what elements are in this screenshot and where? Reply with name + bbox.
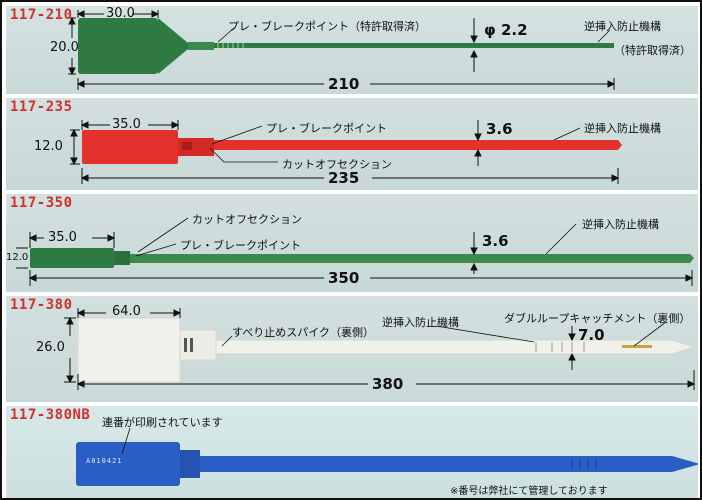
head-height-value: 12.0 xyxy=(34,139,63,154)
seal-strap xyxy=(215,339,696,355)
break-point-label: プレ・ブレークポイント xyxy=(266,122,387,135)
head-height-value: 12.0 xyxy=(6,252,29,263)
double-loop-label: ダブルループキャッチメント（裏側） xyxy=(504,312,691,325)
head-width-value: 35.0 xyxy=(48,230,77,245)
dim-total-length xyxy=(80,168,620,184)
dim-head-height xyxy=(68,16,76,76)
head-width-value: 35.0 xyxy=(112,117,141,132)
dim-head-width xyxy=(76,308,182,318)
panel-117-235: 117-235 35.0 12.0 235 3.6 プレ・ブレークポイント カッ… xyxy=(6,98,698,190)
total-length-value: 350 xyxy=(328,269,360,287)
panel-117-210: 117-210 30.0 20.0 210 φ 2.2 プレ・ブレークポイント（… xyxy=(6,6,698,94)
panel-117-380NB: 117-380NB A010421 連番が印刷されています ※番号は弊社にて管理… xyxy=(6,406,698,498)
seal-head xyxy=(30,248,114,268)
panel-117-350: 117-350 35.0 12.0 350 3.6 カットオフセクション プレ・… xyxy=(6,194,698,292)
model-code: 117-235 xyxy=(10,99,73,115)
seal-head xyxy=(77,317,181,383)
seal-neck xyxy=(188,42,214,50)
spike-label: すべり止めスパイク（裏側） xyxy=(232,326,375,339)
dim-total-length xyxy=(76,370,696,390)
dim-head-width xyxy=(80,120,180,130)
break-point-label: プレ・ブレークポイント xyxy=(180,239,301,252)
seal-117-380NB-drawing xyxy=(76,427,698,486)
cut-off-label: カットオフセクション xyxy=(192,213,302,226)
break-point-label: プレ・ブレークポイント（特許取得済） xyxy=(228,20,426,33)
dim-total-length xyxy=(76,78,616,90)
seal-strap xyxy=(214,140,622,150)
dim-thickness xyxy=(474,120,482,166)
thickness-value: 7.0 xyxy=(578,326,605,344)
dim-head-width xyxy=(28,232,116,248)
seal-strap xyxy=(214,43,614,48)
diameter-value: φ 2.2 xyxy=(484,21,528,39)
patent-label: （特許取得済） xyxy=(614,44,691,57)
seal-117-235-drawing xyxy=(70,120,622,184)
reverse-lock-label: 逆挿入防止機構 xyxy=(584,122,661,135)
serial-number-print: A010421 xyxy=(86,457,123,465)
seal-head xyxy=(78,18,158,74)
head-width-value: 30.0 xyxy=(106,6,135,21)
serial-printed-label: 連番が印刷されています xyxy=(102,416,223,429)
total-length-value: 235 xyxy=(328,169,360,187)
seal-117-380-drawing xyxy=(64,308,696,390)
model-code: 117-380NB xyxy=(10,407,91,423)
dim-head-height xyxy=(16,247,28,269)
dim-diameter xyxy=(470,18,478,72)
model-code: 117-210 xyxy=(10,7,73,23)
seal-neck xyxy=(114,251,130,265)
seal-head xyxy=(82,130,178,164)
seal-taper xyxy=(158,18,188,74)
thickness-value: 3.6 xyxy=(486,120,513,138)
thickness-value: 3.6 xyxy=(482,232,509,250)
head-width-value: 64.0 xyxy=(112,304,141,319)
seal-117-210-drawing xyxy=(68,10,616,90)
seal-117-350-drawing xyxy=(16,217,694,286)
serial-note: ※番号は弊社にて管理しております xyxy=(450,486,608,497)
reverse-lock-label: 逆挿入防止機構 xyxy=(382,316,459,329)
model-code: 117-350 xyxy=(10,195,73,211)
dim-thickness xyxy=(568,326,576,370)
dim-thickness xyxy=(470,232,478,274)
seal-neck xyxy=(180,450,200,478)
total-length-value: 380 xyxy=(372,375,404,393)
seal-strap xyxy=(130,254,694,263)
dim-head-height xyxy=(70,128,80,166)
panel-117-380: 117-380 64.0 26.0 380 7.0 すべり止めスパイク（裏側） … xyxy=(6,296,698,402)
cut-off-label: カットオフセクション xyxy=(282,158,392,171)
dim-head-width xyxy=(76,10,160,18)
dim-head-height xyxy=(64,316,76,384)
total-length-value: 210 xyxy=(328,75,360,93)
head-height-value: 20.0 xyxy=(50,40,79,55)
model-code: 117-380 xyxy=(10,297,73,313)
seal-strap xyxy=(200,456,698,472)
seal-head xyxy=(76,442,180,486)
dim-total-length xyxy=(28,270,694,286)
reverse-lock-label: 逆挿入防止機構 xyxy=(582,218,659,231)
head-height-value: 26.0 xyxy=(36,340,65,355)
reverse-lock-label: 逆挿入防止機構 xyxy=(584,20,661,33)
